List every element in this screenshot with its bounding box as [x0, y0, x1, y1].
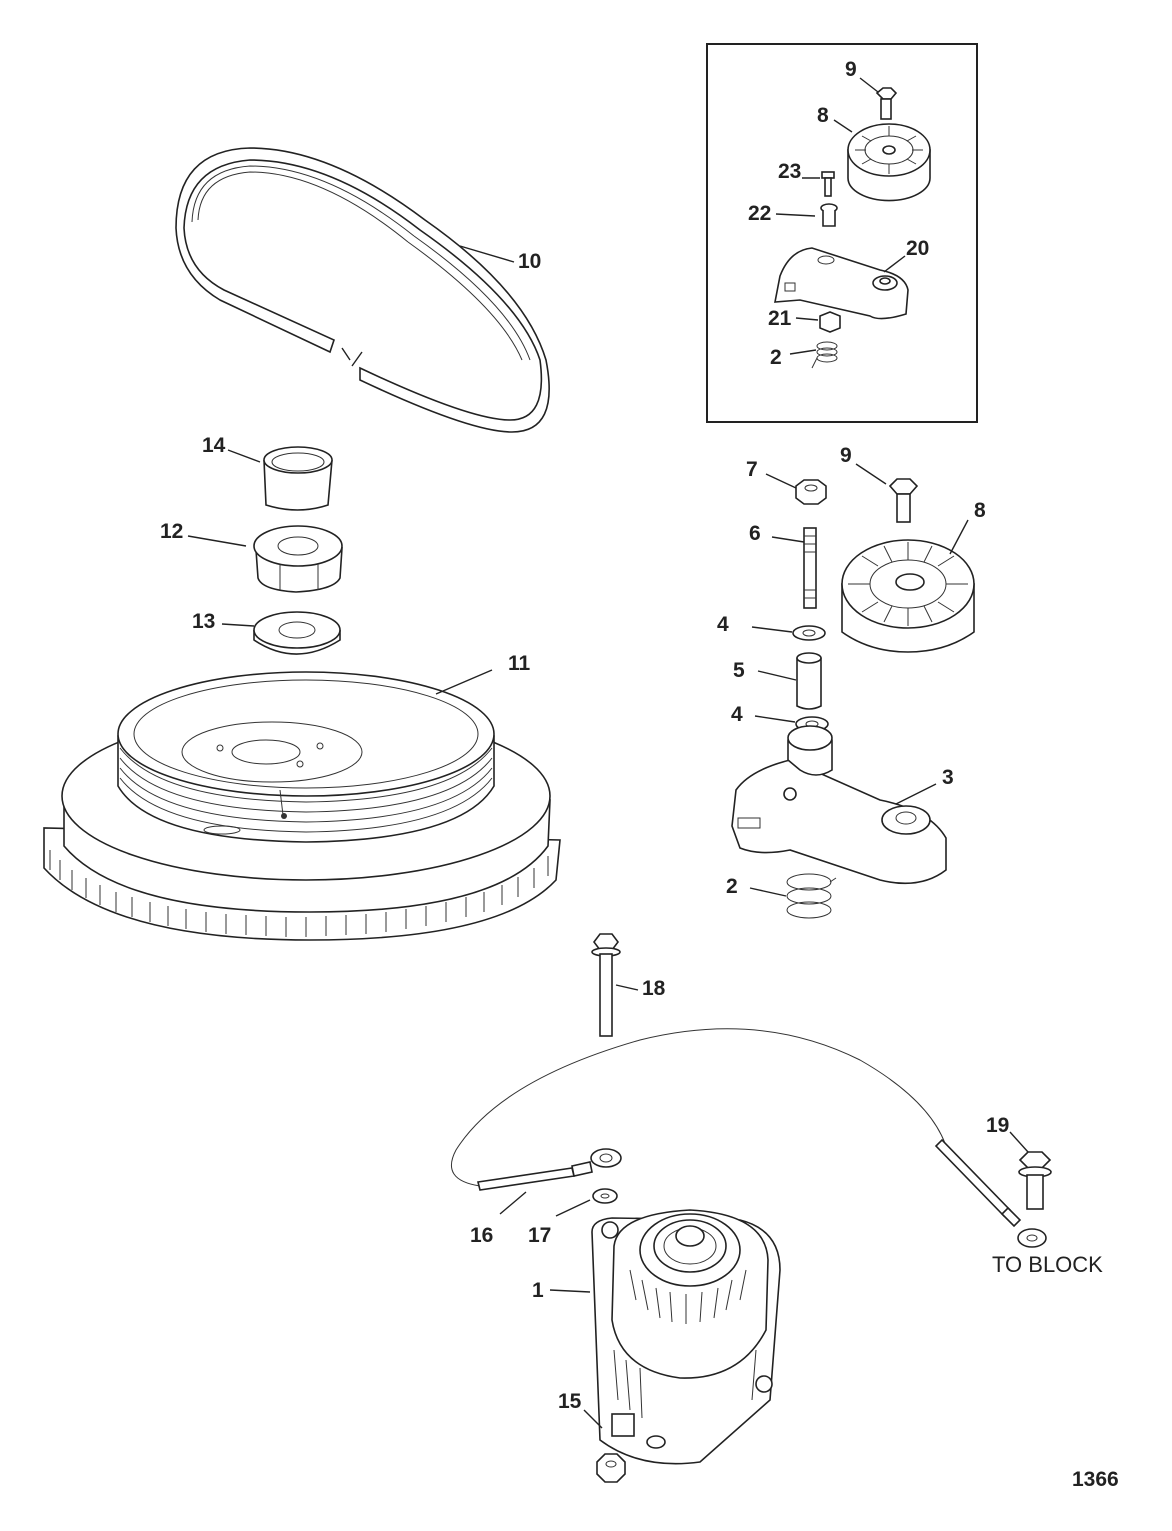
inset-spring-part [811, 341, 838, 369]
callout-22: 22 [748, 202, 771, 225]
callout-2-inset: 2 [770, 346, 782, 369]
hex-nut-part [795, 479, 827, 505]
callout-16: 16 [470, 1224, 493, 1247]
tensioner-spring-part [786, 873, 837, 919]
callout-23: 23 [778, 160, 801, 183]
alternator-part [591, 1209, 781, 1465]
long-bolt-part [591, 933, 621, 1037]
inset-bushing-part [820, 203, 838, 227]
callout-10: 10 [518, 250, 541, 273]
to-block-label: TO BLOCK [992, 1252, 1103, 1277]
callout-20: 20 [906, 237, 929, 260]
callout-9: 9 [840, 444, 852, 467]
callout-5: 5 [733, 659, 745, 682]
inset-screw-part [821, 171, 835, 197]
inset-tensioner-arm-part [774, 247, 909, 320]
tensioner-arm-part [731, 725, 947, 885]
callout-2: 2 [726, 875, 738, 898]
callout-18: 18 [642, 977, 666, 1000]
flywheel-pulley-part [43, 671, 561, 941]
ground-cable-part [451, 1028, 1047, 1248]
callout-6: 6 [749, 522, 761, 545]
small-washer-upper-part [792, 625, 826, 641]
figure-number: 1366 [1072, 1468, 1119, 1491]
callout-3: 3 [942, 766, 954, 789]
callout-11: 11 [508, 652, 531, 675]
callout-7: 7 [746, 458, 758, 481]
pulley-bolt-part [888, 478, 919, 523]
alternator-nut-part [596, 1453, 626, 1483]
callout-21: 21 [768, 307, 792, 330]
callout-14: 14 [202, 434, 226, 457]
sleeve-part [263, 446, 333, 511]
callout-4-lower: 4 [731, 703, 743, 726]
inset-detail-box [706, 43, 978, 423]
callout-labels: 9 8 23 22 20 21 2 10 14 12 13 11 7 9 8 6… [160, 58, 1119, 1491]
inset-hex-bushing-part [819, 311, 841, 333]
large-nut-part [253, 525, 343, 593]
callout-9-inset: 9 [845, 58, 857, 81]
washer-part [253, 611, 341, 655]
spacer-tube-part [796, 652, 822, 710]
leader-lines [187, 77, 1029, 1429]
callout-4-upper: 4 [717, 613, 729, 636]
inset-bolt-part [875, 87, 898, 120]
callout-12: 12 [160, 520, 183, 543]
ground-washer-part [592, 1188, 618, 1204]
callout-15: 15 [558, 1390, 582, 1413]
callout-1: 1 [532, 1279, 544, 1302]
callout-19: 19 [986, 1114, 1009, 1137]
callout-8-inset: 8 [817, 104, 829, 127]
callout-17: 17 [528, 1224, 551, 1247]
idler-pulley-part [841, 539, 975, 653]
callout-8: 8 [974, 499, 986, 522]
inset-idler-pulley-part [847, 123, 931, 202]
threaded-stud-part [803, 527, 817, 609]
serpentine-belt-part [175, 147, 550, 433]
ground-bolt-part [1018, 1151, 1052, 1210]
callout-13: 13 [192, 610, 215, 633]
